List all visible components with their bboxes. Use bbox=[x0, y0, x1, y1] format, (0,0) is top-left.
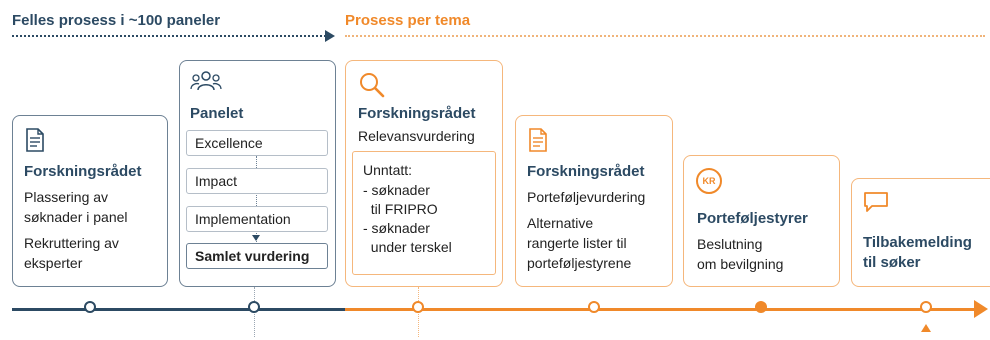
card-feedback-to-applicant: Tilbakemelding til søker bbox=[851, 178, 990, 287]
exception-box: Unntatt: - søknader til FRIPRO - søknade… bbox=[352, 151, 496, 275]
timeline-node bbox=[412, 301, 424, 313]
card-research-council-relevance: Forskningsrådet Relevansvurdering Unntat… bbox=[345, 60, 503, 287]
exception-text: - søknader bbox=[363, 182, 430, 198]
card-text: rangerte lister til bbox=[527, 235, 627, 251]
timeline-node bbox=[920, 301, 932, 313]
arrow-down-icon bbox=[252, 235, 260, 241]
timeline-node bbox=[248, 301, 260, 313]
common-process-line bbox=[12, 35, 330, 37]
step-excellence: Excellence bbox=[186, 130, 328, 156]
document-icon bbox=[26, 128, 44, 152]
step-impact: Impact bbox=[186, 168, 328, 194]
per-theme-process-header: Prosess per tema bbox=[345, 12, 471, 29]
card-text: om bevilgning bbox=[697, 256, 784, 272]
card-research-council-placement: Forskningsrådet Plassering av søknader i… bbox=[12, 115, 168, 287]
people-group-icon bbox=[190, 71, 222, 91]
card-panel: Panelet Excellence Impact Implementation… bbox=[179, 60, 336, 287]
timeline-node-active bbox=[755, 301, 767, 313]
card-title: Forskningsrådet bbox=[358, 105, 476, 122]
exception-text: - søknader bbox=[363, 220, 430, 236]
step-implementation: Implementation bbox=[186, 206, 328, 232]
exception-text: Unntatt: bbox=[363, 162, 413, 178]
step-overall-assessment: Samlet vurdering bbox=[186, 243, 328, 269]
common-process-header: Felles prosess i ~100 paneler bbox=[12, 12, 221, 29]
exception-text: under terskel bbox=[363, 239, 452, 255]
timeline-node bbox=[588, 301, 600, 313]
per-theme-process-line bbox=[345, 35, 985, 37]
card-portfolio-boards: KR Porteføljestyrer Beslutning om bevilg… bbox=[683, 155, 840, 287]
card-title: til søker bbox=[863, 254, 921, 271]
common-process-arrow-icon bbox=[325, 30, 335, 42]
card-text: søknader i panel bbox=[24, 209, 128, 225]
kr-coin-label: KR bbox=[702, 176, 716, 186]
magnifier-icon bbox=[360, 73, 385, 98]
card-title: Tilbakemelding bbox=[863, 234, 972, 251]
kr-coin-icon: KR bbox=[696, 168, 722, 194]
card-subtitle: Relevansvurdering bbox=[358, 128, 475, 144]
card-title: Porteføljestyrer bbox=[697, 210, 808, 227]
card-text: Alternative bbox=[527, 215, 594, 231]
speech-bubble-icon bbox=[864, 192, 888, 212]
card-title: Forskningsrådet bbox=[527, 163, 645, 180]
exception-text: til FRIPRO bbox=[363, 201, 438, 217]
document-icon bbox=[529, 128, 547, 152]
card-title: Forskningsrådet bbox=[24, 163, 142, 180]
card-text: Rekruttering av bbox=[24, 235, 119, 251]
card-text: Porteføljevurdering bbox=[527, 189, 646, 205]
card-text: Beslutning bbox=[697, 236, 763, 252]
card-text: eksperter bbox=[24, 255, 83, 271]
timeline-arrow-icon bbox=[974, 300, 988, 318]
card-text: Plassering av bbox=[24, 189, 109, 205]
card-title: Panelet bbox=[190, 105, 244, 122]
timeline-common bbox=[12, 308, 345, 311]
timeline-per-theme bbox=[345, 308, 975, 311]
marker-up-icon bbox=[921, 324, 931, 332]
card-text: porteføljestyrene bbox=[527, 255, 632, 271]
timeline-node bbox=[84, 301, 96, 313]
card-research-council-portfolio: Forskningsrådet Porteføljevurdering Alte… bbox=[515, 115, 673, 287]
